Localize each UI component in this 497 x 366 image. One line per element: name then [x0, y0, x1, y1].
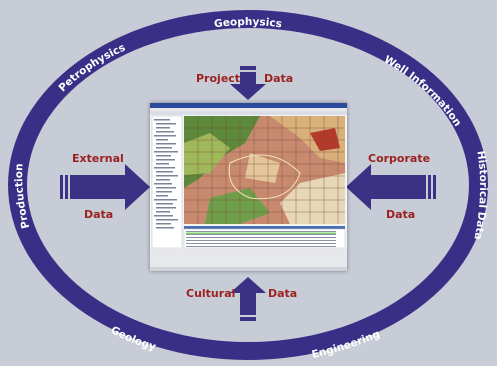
top-arrow-left-label: Project — [196, 72, 241, 85]
application-screenshot — [150, 103, 347, 271]
bottom-arrow-left-label: Cultural — [186, 287, 236, 300]
bottom-arrow-right-label: Data — [268, 287, 298, 300]
top-arrow-icon — [230, 66, 266, 100]
top-arrow-right-label: Data — [264, 72, 294, 85]
right-arrow-icon — [346, 164, 436, 210]
right-arrow-lower-label: Data — [386, 208, 416, 221]
ring-label-geophysics: Geophysics — [213, 16, 282, 30]
left-arrow-lower-label: Data — [84, 208, 114, 221]
right-arrow-upper-label: Corporate — [368, 152, 431, 165]
app-window-graphic — [150, 103, 347, 271]
left-arrow-upper-label: External — [72, 152, 124, 165]
bottom-arrow-icon — [230, 277, 266, 321]
left-arrow-icon — [60, 164, 150, 210]
